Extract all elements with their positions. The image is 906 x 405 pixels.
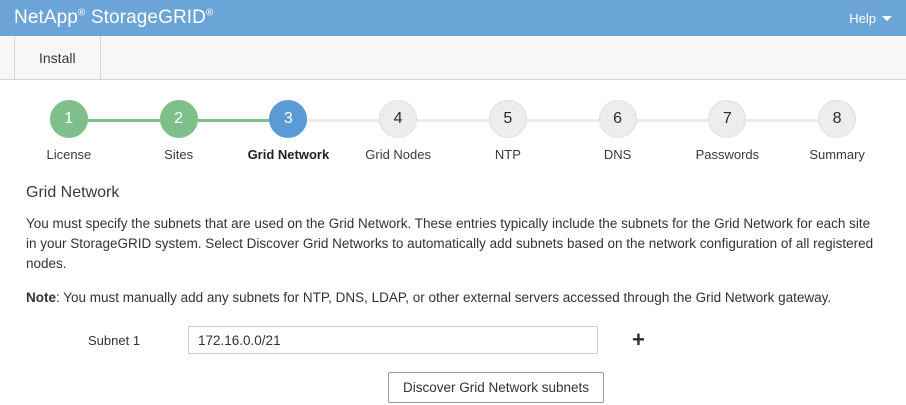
step-label: License — [46, 147, 92, 162]
step-connector-left — [343, 119, 399, 122]
app-header: NetApp® StorageGRID® Help — [0, 0, 906, 36]
step-label: Summary — [809, 147, 865, 162]
discover-row: Discover Grid Network subnets — [26, 372, 880, 403]
step-connector-right — [398, 119, 453, 122]
step-number: 2 — [159, 100, 198, 138]
step-connector-left — [562, 119, 618, 122]
brand-storagegrid-registered-icon: ® — [206, 7, 214, 19]
step-connector-right — [288, 119, 344, 122]
step-grid-nodes[interactable]: 4 Grid Nodes — [343, 100, 453, 162]
step-passwords[interactable]: 7 Passwords — [672, 100, 783, 162]
description-text: You must specify the subnets that are us… — [26, 216, 874, 271]
step-label: Grid Network — [247, 147, 330, 162]
step-summary[interactable]: 8 Summary — [782, 100, 892, 162]
step-connector-right — [507, 119, 563, 122]
step-label: Sites — [164, 147, 194, 162]
note-text: Note: You must manually add any subnets … — [26, 288, 880, 308]
step-dns[interactable]: 6 DNS — [562, 100, 673, 162]
step-license[interactable]: 1 License — [14, 100, 124, 162]
step-connector-left — [453, 119, 508, 122]
step-number: 8 — [818, 100, 857, 138]
subnet-label: Subnet 1 — [88, 332, 141, 348]
help-menu[interactable]: Help — [849, 11, 894, 26]
brand-netapp-registered-icon: ® — [77, 7, 86, 19]
discover-grid-network-subnets-button[interactable]: Discover Grid Network subnets — [388, 372, 605, 403]
brand-netapp: NetApp — [14, 7, 78, 28]
step-sites[interactable]: 2 Sites — [123, 100, 234, 162]
subnet-row: Subnet 1 + — [26, 326, 880, 354]
step-connector-right — [68, 119, 124, 122]
step-connector-left — [782, 119, 838, 122]
note-body: : You must manually add any subnets for … — [56, 290, 832, 305]
chevron-down-icon — [882, 15, 892, 21]
brand-storagegrid: StorageGRID — [90, 7, 206, 28]
step-label: NTP — [494, 147, 521, 162]
brand-title: NetApp® StorageGRID® — [14, 7, 213, 29]
step-number: 5 — [488, 100, 527, 138]
step-connector-left — [672, 119, 728, 122]
page-title: Grid Network — [26, 184, 120, 201]
step-grid-network[interactable]: 3 Grid Network — [233, 100, 344, 162]
subnet-input[interactable] — [188, 326, 598, 354]
step-ntp[interactable]: 5 NTP — [453, 100, 563, 162]
add-subnet-icon[interactable]: + — [632, 327, 645, 352]
step-connector-left — [123, 119, 179, 122]
main-content: Grid Network You must specify the subnet… — [0, 162, 906, 403]
step-number: 1 — [49, 100, 88, 138]
help-label: Help — [849, 10, 876, 26]
step-label: DNS — [603, 147, 632, 162]
step-connector-left — [233, 119, 289, 122]
step-number: 6 — [598, 100, 637, 138]
step-label: Grid Nodes — [365, 147, 431, 162]
step-connector-right — [178, 119, 234, 122]
step-connector-right — [617, 119, 673, 122]
step-number: 7 — [708, 100, 747, 138]
note-prefix: Note — [26, 290, 56, 305]
tab-install-label: Install — [39, 49, 76, 66]
step-connector-right — [727, 119, 783, 122]
tab-install[interactable]: Install — [14, 36, 101, 79]
step-number: 3 — [269, 100, 308, 138]
step-number: 4 — [379, 100, 418, 138]
tab-bar: Install — [0, 36, 906, 80]
install-stepper: 1 License 2 Sites 3 Grid Network 4 Grid … — [0, 80, 906, 162]
step-label: Passwords — [695, 147, 760, 162]
